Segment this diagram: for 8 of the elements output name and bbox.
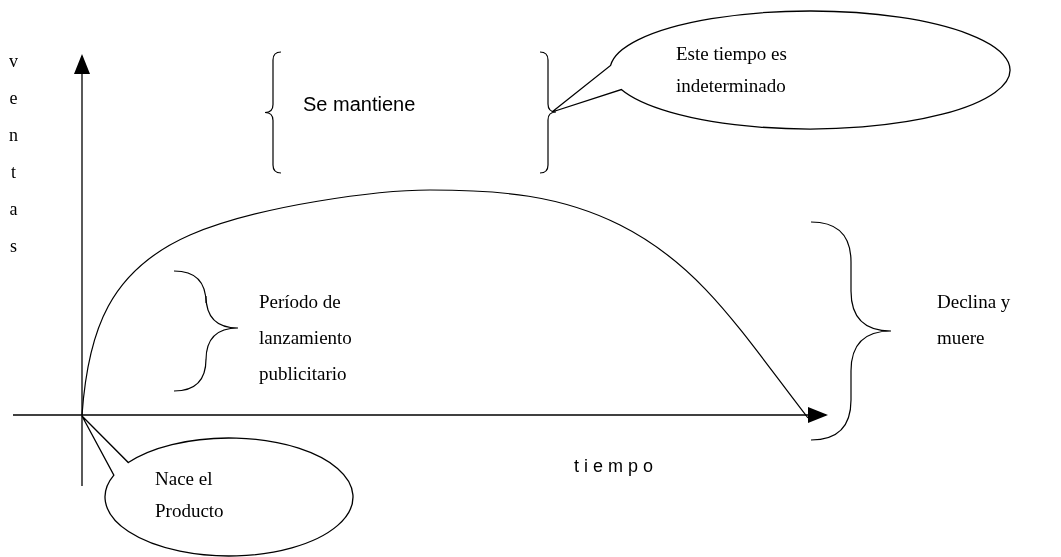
annotation-text: Declina y muere — [937, 290, 1012, 350]
annotation-text: Período de lanzamiento publicitario — [259, 290, 353, 386]
axis-label: ventas — [8, 50, 19, 258]
callout-text: Este tiempo es indeterminado — [676, 42, 788, 98]
speech-bubble — [79, 413, 357, 557]
annotation-text: Se mantiene — [303, 92, 416, 117]
callout-text: Nace el Producto — [155, 467, 225, 523]
axis-label: tiempo — [574, 455, 659, 478]
